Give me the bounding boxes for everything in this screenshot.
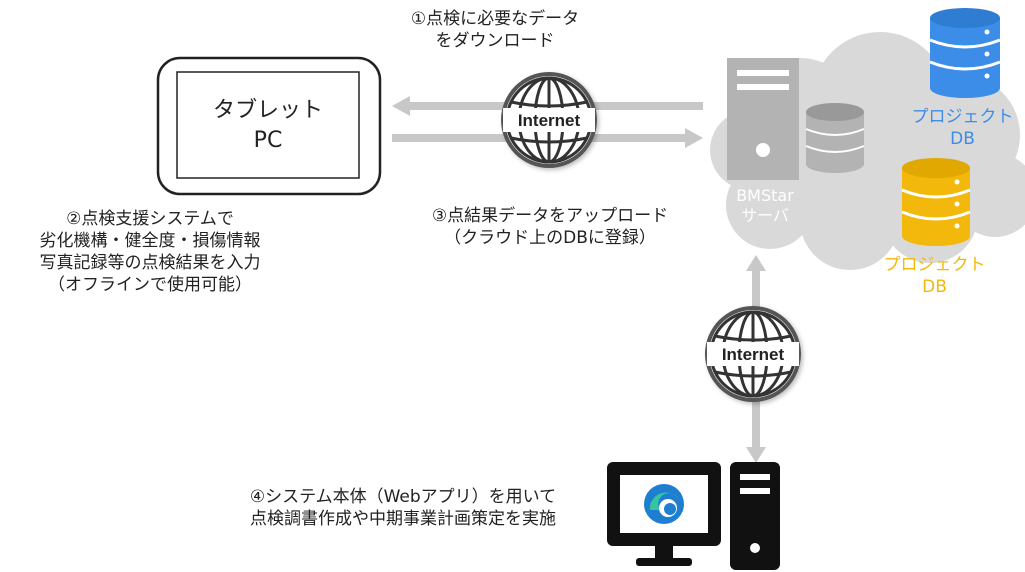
step3-line1: ③点結果データをアップロード xyxy=(431,206,669,226)
step2-line1: ②点検支援システムで xyxy=(66,209,234,229)
internet-globe-icon-top: Internet xyxy=(501,72,597,168)
tablet-label-line1: タブレット xyxy=(212,98,323,123)
browser-logo-icon xyxy=(644,484,684,524)
step1-line1: ①点検に必要なデータ xyxy=(410,9,580,29)
yellow-database-icon xyxy=(901,158,971,246)
gray-database-icon xyxy=(805,103,865,173)
step4-line1: ④システム本体（Webアプリ）を用いて xyxy=(249,487,557,507)
yellow-db-label: プロジェクト DB xyxy=(872,254,997,298)
internet-label-top: Internet xyxy=(518,111,581,130)
step4-label: ④システム本体（Webアプリ）を用いて 点検調書作成や中期事業計画策定を実施 xyxy=(218,486,588,530)
tablet-label: タブレット PC xyxy=(177,96,359,156)
blue-database-icon xyxy=(929,8,1001,98)
tablet-label-line2: PC xyxy=(253,128,283,153)
step2-label: ②点検支援システムで 劣化機構・健全度・損傷情報 写真記録等の点検結果を入力 （… xyxy=(10,208,290,296)
step2-line2: 劣化機構・健全度・損傷情報 xyxy=(39,231,261,251)
server-label: BMStar サーバ xyxy=(720,186,810,226)
step1-label: ①点検に必要なデータ をダウンロード xyxy=(390,8,600,52)
server-label-line1: BMStar xyxy=(736,186,794,205)
step3-label: ③点結果データをアップロード （クラウド上のDBに登録） xyxy=(405,205,695,249)
pc-tower-icon xyxy=(730,462,780,570)
step1-line2: をダウンロード xyxy=(435,31,555,51)
internet-globe-icon-bottom: Internet xyxy=(705,306,801,402)
step2-line3: 写真記録等の点検結果を入力 xyxy=(39,253,261,273)
step2-line4: （オフラインで使用可能） xyxy=(48,275,252,295)
tablet-icon xyxy=(156,56,382,196)
server-label-line2: サーバ xyxy=(741,206,789,225)
blue-db-line1: プロジェクト xyxy=(911,107,1014,127)
internet-label-bottom: Internet xyxy=(722,345,785,364)
yellow-db-line1: プロジェクト xyxy=(883,255,986,275)
step4-line2: 点検調書作成や中期事業計画策定を実施 xyxy=(250,509,556,529)
blue-db-line2: DB xyxy=(950,129,975,149)
server-tower-icon xyxy=(727,58,799,180)
blue-db-label: プロジェクト DB xyxy=(900,106,1025,150)
step3-line2: （クラウド上のDBに登録） xyxy=(444,228,656,248)
yellow-db-line2: DB xyxy=(922,277,947,297)
